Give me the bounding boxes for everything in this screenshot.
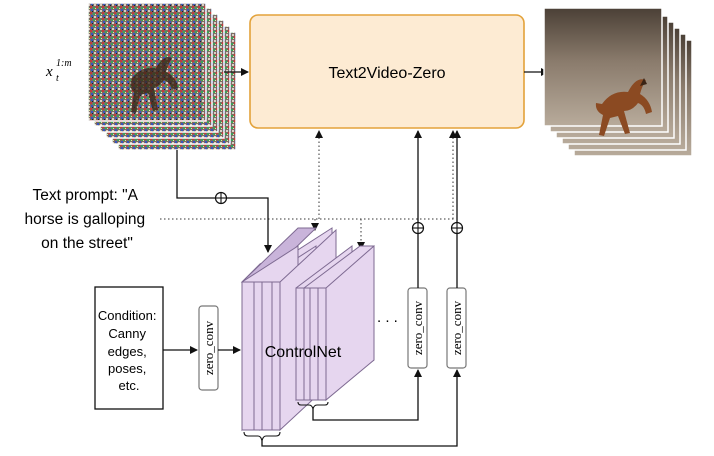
arrow-controlnet-to-zeroconv-2: [261, 369, 461, 447]
input-frames-stack: [87, 2, 237, 151]
text-prompt: Text prompt: "A horse is galloping on th…: [25, 187, 150, 252]
condition-line-1: Condition:: [98, 308, 157, 323]
galloping-horse-image: [595, 78, 652, 136]
condition-line-4: poses,: [108, 361, 146, 376]
arrow-controlnet-to-zeroconv-1: [312, 369, 422, 421]
ellipsis: . . .: [377, 309, 398, 326]
condition-line-2: Canny: [108, 326, 146, 341]
condition-line-5: etc.: [119, 378, 140, 393]
condition-line-3: edges,: [108, 344, 147, 359]
text-prompt-line-3: on the street": [41, 235, 133, 252]
text-prompt-line-1: Text prompt: "A: [33, 187, 139, 204]
condition-box: [94, 286, 164, 410]
output-frames-stack: [543, 7, 693, 157]
text2video-zero-label: Text2Video-Zero: [328, 65, 445, 82]
zero-conv-input-label: zero_conv: [201, 320, 216, 375]
zero-conv-output-1-label: zero_conv: [410, 300, 425, 355]
text-prompt-line-2: horse is galloping: [25, 211, 146, 228]
latent-label: x: [45, 64, 53, 80]
zero-conv-output-2-label: zero_conv: [449, 300, 464, 355]
controlnet-block: [240, 227, 375, 432]
noisy-horse-image: [130, 57, 178, 113]
condition-text: Condition: Canny edges, poses, etc.: [98, 308, 160, 393]
latent-label-superscript: 1:m: [56, 58, 72, 69]
controlnet-label: ControlNet: [265, 344, 342, 361]
latent-label-subscript: t: [56, 73, 59, 84]
zero-conv-input: [198, 305, 219, 391]
bracket-block-1: [243, 431, 281, 442]
